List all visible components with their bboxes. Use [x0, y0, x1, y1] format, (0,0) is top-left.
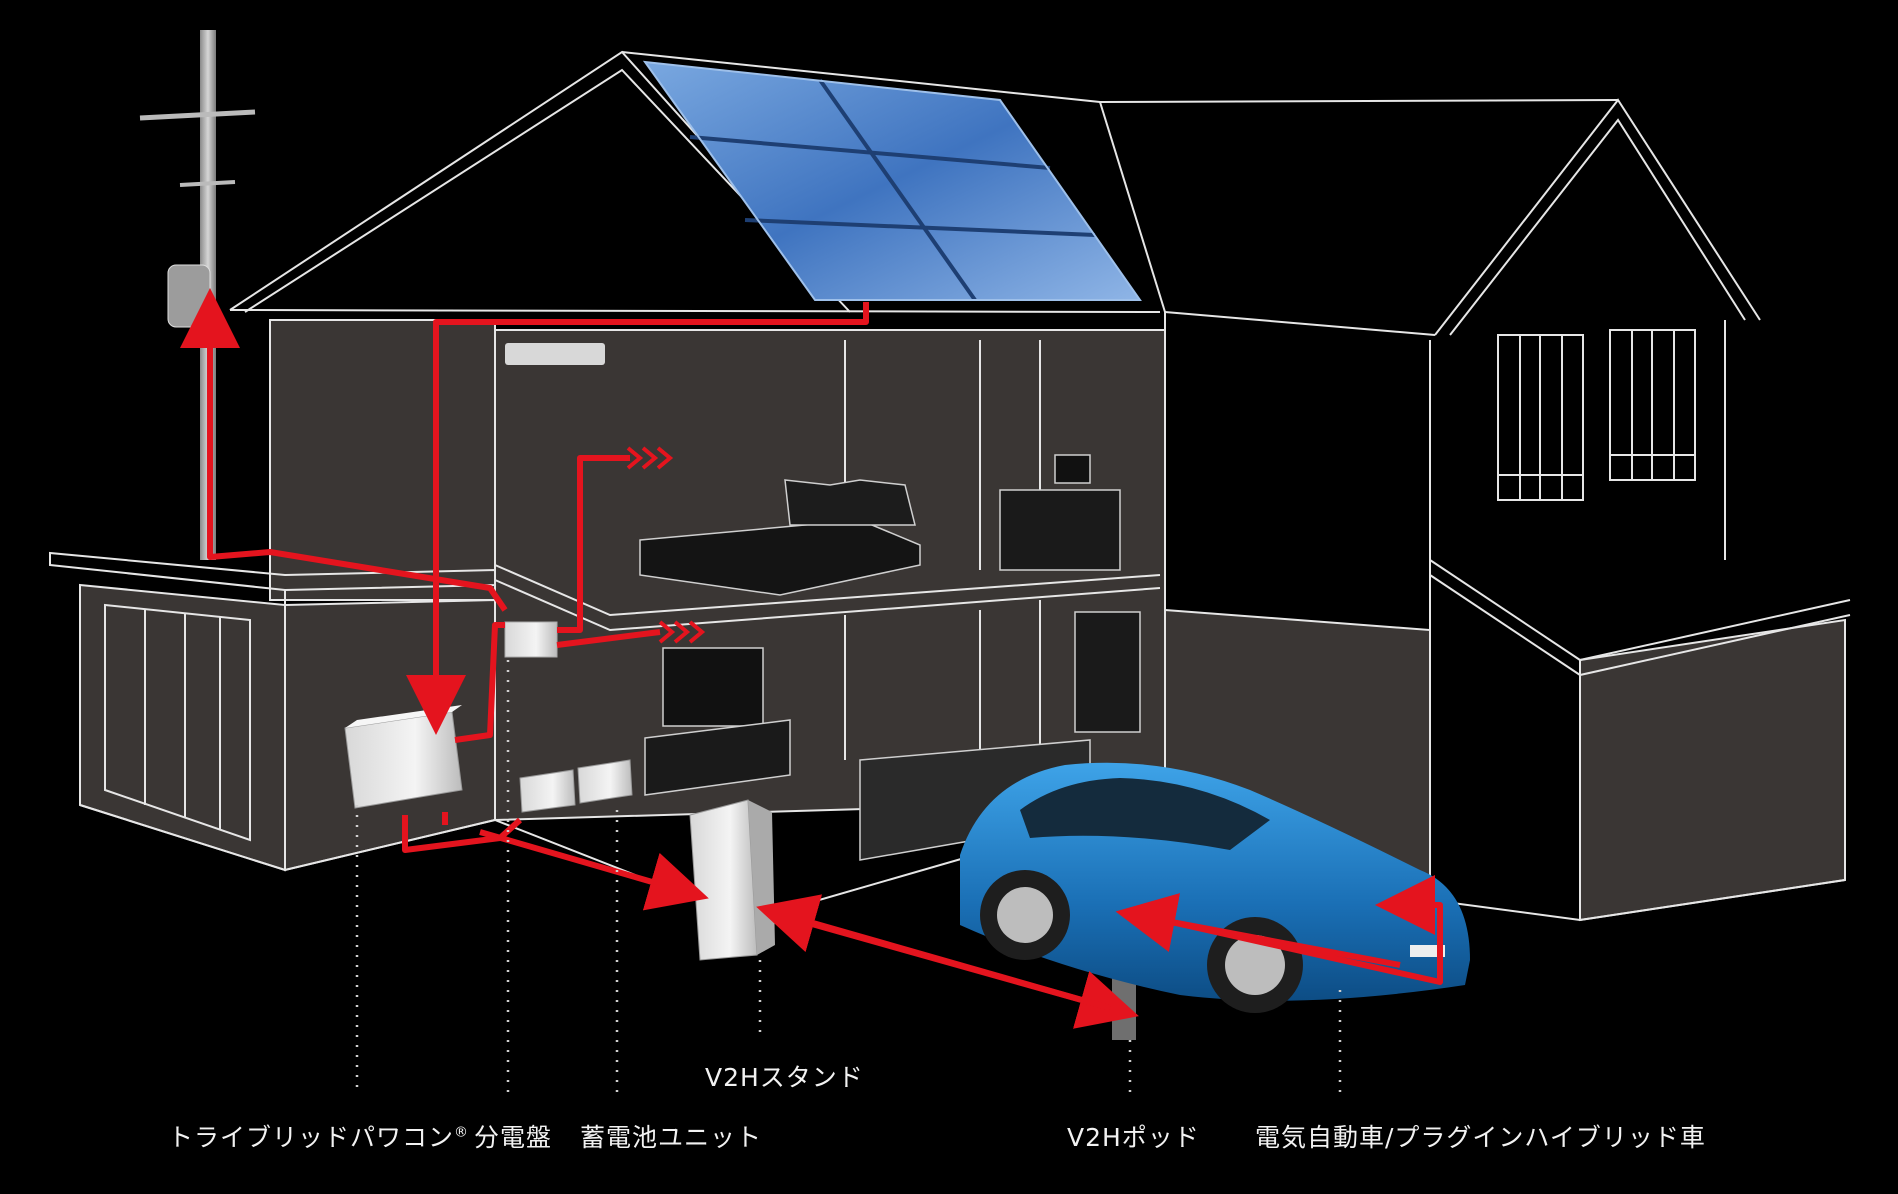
label-battery-unit: 蓄電池ユニット — [580, 1118, 762, 1154]
v2h-stand-unit — [690, 800, 775, 960]
utility-pole — [140, 30, 255, 560]
registered-mark: ® — [454, 1125, 469, 1141]
label-tribrid: トライブリッドパワコン® — [168, 1118, 469, 1154]
label-v2h-pod: V2Hポッド — [1067, 1118, 1200, 1154]
label-v2h-stand: V2Hスタンド — [705, 1058, 864, 1094]
label-tribrid-text: トライブリッドパワコン — [168, 1123, 454, 1152]
label-distribution-board: 分電盤 — [474, 1118, 552, 1154]
windows — [1498, 330, 1695, 500]
tribrid-power-conditioner — [345, 705, 462, 808]
distribution-board — [505, 622, 557, 657]
air-conditioner — [505, 343, 605, 365]
label-ev: 電気自動車/プラグインハイブリッド車 — [1255, 1118, 1706, 1154]
